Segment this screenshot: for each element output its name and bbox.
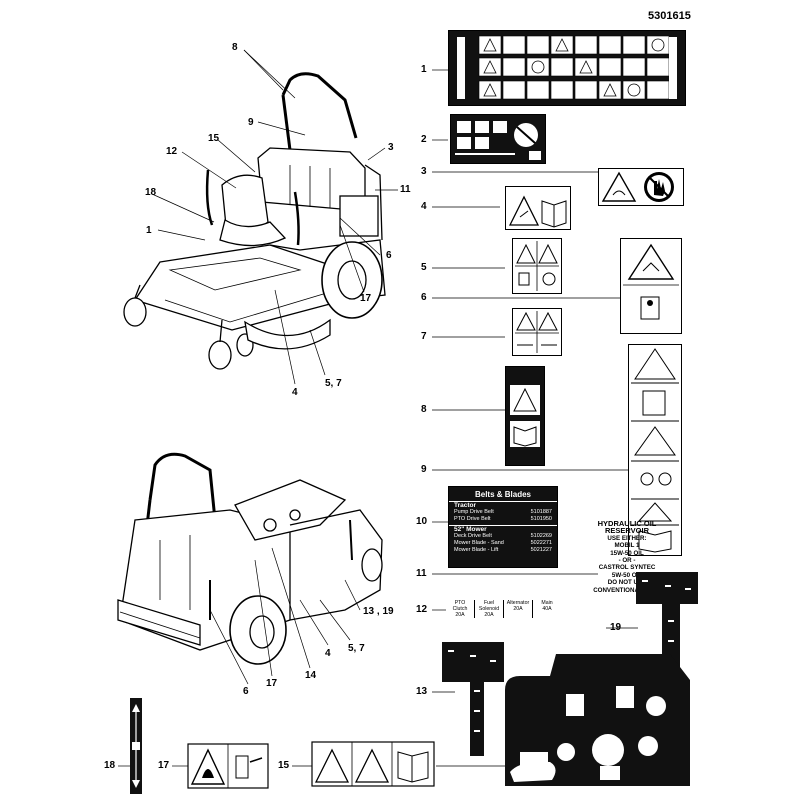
belts-row: Mower Blade - Lift 5021227 xyxy=(454,547,552,553)
decal-6-rollover xyxy=(620,238,682,334)
callout-13-19: 13 , 19 xyxy=(363,606,394,617)
callout-8: 8 xyxy=(232,42,238,53)
decal-9-vertical-safety xyxy=(628,344,682,556)
callout-6-lower: 6 xyxy=(243,686,249,697)
vertical-safety-icons xyxy=(631,348,679,553)
decal-4-read-manual xyxy=(505,186,571,230)
decal-10-belts-blades: Belts & Blades Tractor Pump Drive Belt 5… xyxy=(448,486,558,568)
decal-1-safety-strip xyxy=(448,30,686,106)
callout-13-decal: 13 xyxy=(416,686,428,697)
decal-2-instruction xyxy=(450,114,546,164)
callout-18-decal: 18 xyxy=(104,760,116,771)
fuse-column: Alternator 20A xyxy=(504,600,533,618)
belts-row: Mower Blade - Sand 5022271 xyxy=(454,540,552,546)
decal-12-fuse-panel: PTO Clutch 20A Fuel Solenoid 20A Alterna… xyxy=(446,600,561,618)
callout-3: 3 xyxy=(388,142,394,153)
decal-19-cut-height-gauge xyxy=(636,572,698,692)
callout-11: 11 xyxy=(400,184,411,195)
callout-3-decal: 3 xyxy=(421,166,427,177)
mower-rear-view xyxy=(117,452,383,665)
callout-1-decal: 1 xyxy=(421,64,427,75)
callout-5-7: 5, 7 xyxy=(325,378,342,389)
belts-decal-title: Belts & Blades xyxy=(474,490,532,499)
fuse-column: Fuel Solenoid 20A xyxy=(475,600,504,618)
belts-row: Pump Drive Belt 5101887 xyxy=(454,509,552,515)
rollover-warning-icons xyxy=(623,243,679,320)
belts-section-tractor: Tractor xyxy=(449,501,557,509)
callout-6-decal: 6 xyxy=(421,292,427,303)
callout-5-decal: 5 xyxy=(421,262,427,273)
instruction-icons xyxy=(455,121,541,160)
callout-19-decal: 19 xyxy=(610,622,622,633)
deck-warning-icons xyxy=(515,311,559,353)
mower-front-view xyxy=(123,72,386,370)
callout-9: 9 xyxy=(248,117,254,128)
callout-15-decal: 15 xyxy=(278,760,290,771)
warning-icons-grid xyxy=(457,35,677,100)
callout-4: 4 xyxy=(292,387,298,398)
callout-7-decal: 7 xyxy=(421,331,427,342)
callout-11-decal: 11 xyxy=(416,568,427,579)
document-number: 5301615 xyxy=(648,10,691,22)
callout-9-decal: 9 xyxy=(421,464,427,475)
decal-7-deck-height xyxy=(512,308,562,356)
blade-and-manual-icons xyxy=(510,385,540,447)
callout-17-lower: 17 xyxy=(266,678,278,689)
callout-12-decal: 12 xyxy=(416,604,428,615)
belts-row: Deck Drive Belt 5102269 xyxy=(454,533,552,539)
callout-4-lower: 4 xyxy=(325,648,331,659)
callout-5-7-lower: 5, 7 xyxy=(348,643,365,654)
brake-warning-icons xyxy=(515,241,559,291)
belts-row: PTO Drive Belt 5101950 xyxy=(454,516,552,522)
belts-section-mower: 52" Mower xyxy=(449,525,557,533)
callout-6: 6 xyxy=(386,250,392,261)
fuse-column: PTO Clutch 20A xyxy=(446,600,475,618)
hot-surface-no-touch-icons xyxy=(601,171,674,202)
decal-18-vertical-strip xyxy=(130,698,142,794)
callout-2-decal: 2 xyxy=(421,134,427,145)
decal-15-warnings xyxy=(311,741,435,787)
callout-8-decal: 8 xyxy=(421,404,427,415)
decal-13-cut-height-gauge xyxy=(442,642,504,756)
callout-10-decal: 10 xyxy=(416,516,428,527)
callout-1: 1 xyxy=(146,225,152,236)
callout-4-decal: 4 xyxy=(421,201,427,212)
decal-5-parking-brake xyxy=(512,238,562,294)
callout-17-decal: 17 xyxy=(158,760,170,771)
callout-12: 12 xyxy=(166,146,178,157)
callout-14-lower: 14 xyxy=(305,670,317,681)
decal-17-fire-warning xyxy=(187,743,269,789)
decal-8-blade-warning xyxy=(505,366,545,466)
callout-18: 18 xyxy=(145,187,157,198)
callout-15: 15 xyxy=(208,133,220,144)
decal-11-hydraulic-oil: HYDRAULIC OIL RESERVOIR USE EITHER: MOBI… xyxy=(593,519,661,594)
decal-3-hot-surface xyxy=(598,168,684,206)
callout-17: 17 xyxy=(360,293,372,304)
warning-and-manual-icons xyxy=(508,195,567,228)
fuse-column: Main 40A xyxy=(541,600,553,612)
